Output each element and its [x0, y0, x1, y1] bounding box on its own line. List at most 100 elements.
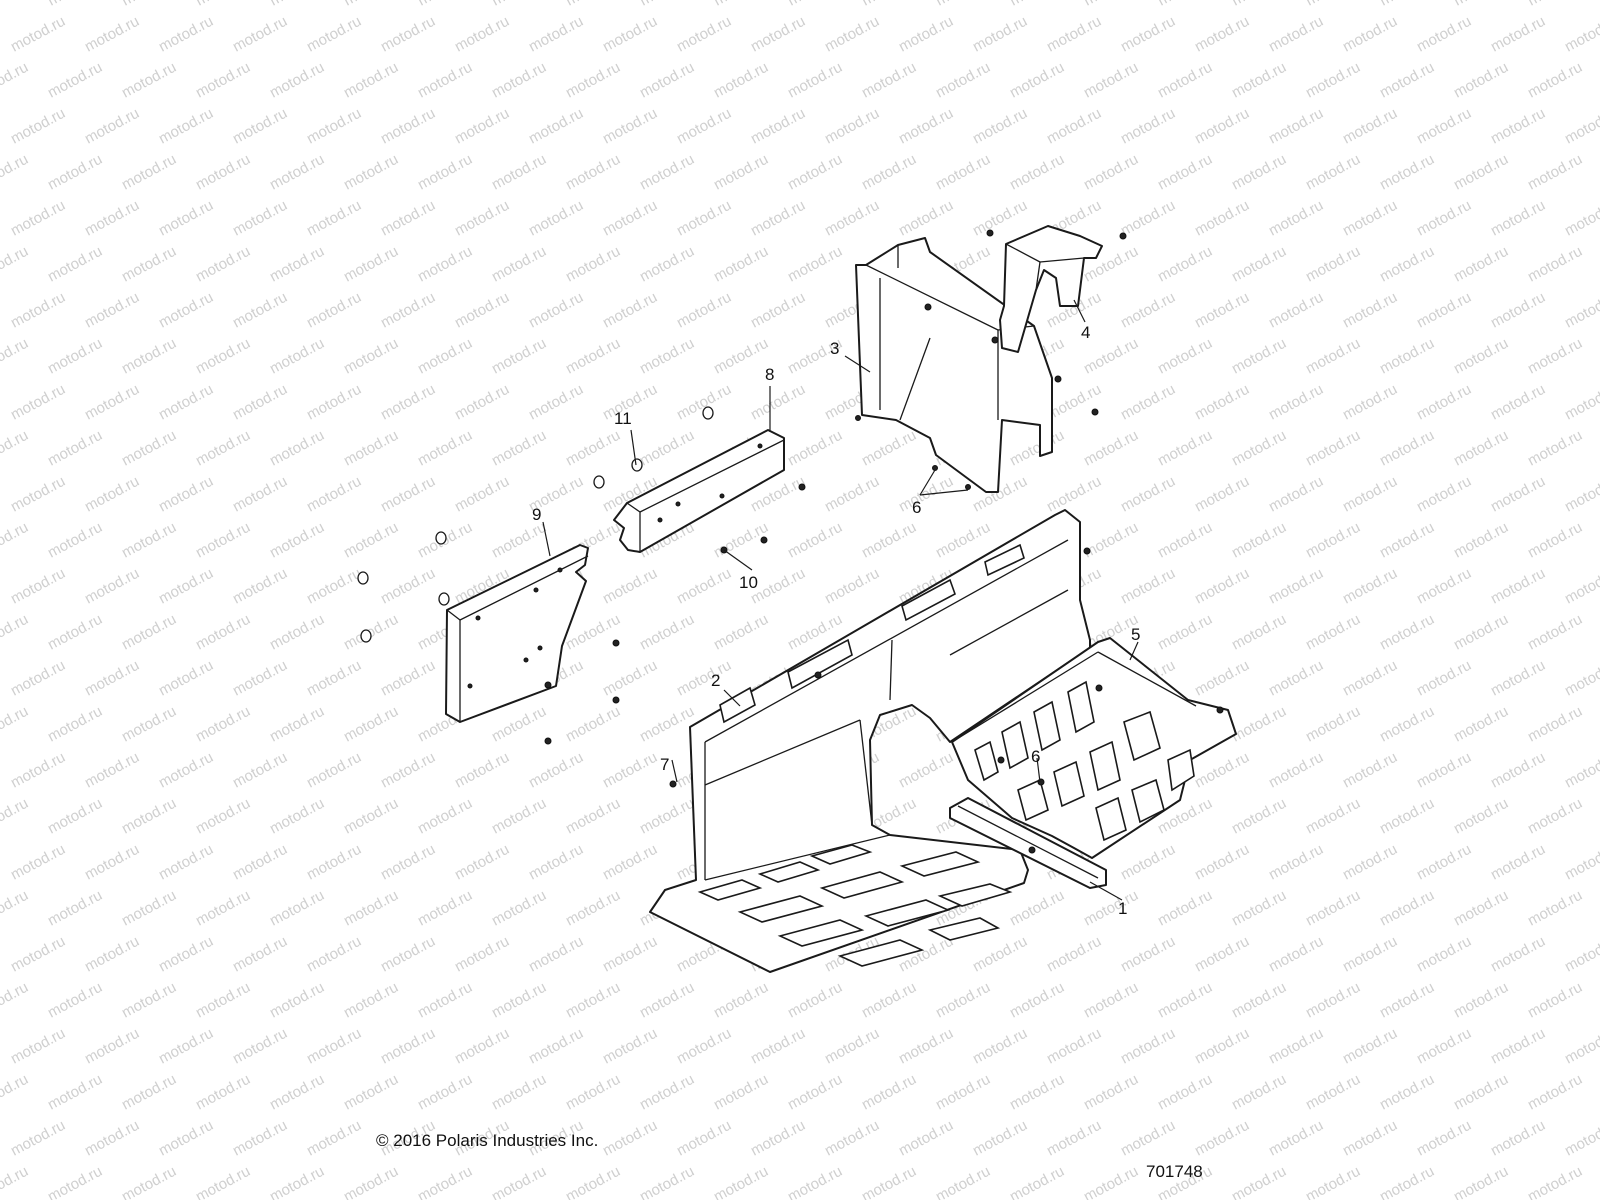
watermark-text: motod.ru	[600, 933, 660, 976]
watermark-text: motod.ru	[859, 519, 919, 562]
watermark-text: motod.ru	[378, 841, 438, 884]
watermark-text: motod.ru	[193, 335, 253, 378]
watermark-text: motod.ru	[378, 933, 438, 976]
watermark-text: motod.ru	[600, 841, 660, 884]
watermark-text: motod.ru	[785, 0, 845, 10]
watermark-text: motod.ru	[230, 105, 290, 148]
watermark-text: motod.ru	[0, 0, 31, 10]
watermark-text: motod.ru	[1192, 105, 1252, 148]
watermark-text: motod.ru	[1229, 243, 1289, 286]
watermark-text: motod.ru	[1340, 473, 1400, 516]
watermark-text: motod.ru	[415, 887, 475, 930]
watermark-text: motod.ru	[1266, 749, 1326, 792]
watermark-text: motod.ru	[526, 13, 586, 56]
watermark-text: motod.ru	[452, 1025, 512, 1068]
watermark-text: motod.ru	[674, 197, 734, 240]
watermark-text: motod.ru	[785, 243, 845, 286]
watermark-text: motod.ru	[119, 0, 179, 10]
watermark-text: motod.ru	[1229, 1071, 1289, 1114]
watermark-text: motod.ru	[193, 795, 253, 838]
watermark-text: motod.ru	[1007, 887, 1067, 930]
watermark-text: motod.ru	[748, 289, 808, 332]
watermark-text: motod.ru	[378, 749, 438, 792]
watermark-text: motod.ru	[119, 243, 179, 286]
watermark-text: motod.ru	[0, 151, 31, 194]
watermark-text: motod.ru	[8, 841, 68, 884]
watermark-text: motod.ru	[526, 749, 586, 792]
watermark-text: motod.ru	[193, 887, 253, 930]
watermark-text: motod.ru	[600, 1025, 660, 1068]
watermark-text: motod.ru	[1525, 795, 1585, 838]
watermark-text: motod.ru	[304, 1117, 364, 1160]
watermark-text: motod.ru	[1081, 1163, 1141, 1200]
watermark-text: motod.ru	[45, 979, 105, 1022]
watermark-text: motod.ru	[341, 519, 401, 562]
watermark-text: motod.ru	[1488, 657, 1548, 700]
watermark-text: motod.ru	[267, 59, 327, 102]
watermark-text: motod.ru	[489, 59, 549, 102]
watermark-text: motod.ru	[119, 703, 179, 746]
watermark-text: motod.ru	[489, 0, 549, 10]
watermark-text: motod.ru	[1266, 197, 1326, 240]
watermark-text: motod.ru	[156, 289, 216, 332]
watermark-text: motod.ru	[748, 13, 808, 56]
watermark-text: motod.ru	[637, 0, 697, 10]
watermark-text: motod.ru	[1451, 519, 1511, 562]
watermark-text: motod.ru	[1303, 703, 1363, 746]
watermark-text: motod.ru	[156, 473, 216, 516]
watermark-text: motod.ru	[600, 749, 660, 792]
watermark-text: motod.ru	[1377, 151, 1437, 194]
watermark-text: motod.ru	[1155, 1071, 1215, 1114]
watermark-text: motod.ru	[1340, 381, 1400, 424]
watermark-text: motod.ru	[45, 795, 105, 838]
part-4-bracket	[986, 225, 1127, 353]
watermark-text: motod.ru	[267, 611, 327, 654]
watermark-text: motod.ru	[1118, 933, 1178, 976]
callout-3: 3	[830, 339, 839, 358]
watermark-text: motod.ru	[341, 151, 401, 194]
watermark-text: motod.ru	[119, 1163, 179, 1200]
watermark-text: motod.ru	[1192, 1117, 1252, 1160]
watermark-text: motod.ru	[156, 565, 216, 608]
watermark-text: motod.ru	[711, 611, 771, 654]
watermark-text: motod.ru	[45, 243, 105, 286]
watermark-text: motod.ru	[1525, 611, 1585, 654]
watermark-text: motod.ru	[452, 105, 512, 148]
watermark-text: motod.ru	[267, 703, 327, 746]
watermark-text: motod.ru	[193, 1071, 253, 1114]
watermark-text: motod.ru	[82, 473, 142, 516]
watermark-text: motod.ru	[1377, 59, 1437, 102]
watermark-text: motod.ru	[1192, 381, 1252, 424]
watermark-text: motod.ru	[859, 979, 919, 1022]
watermark-text: motod.ru	[748, 197, 808, 240]
callout-11: 11	[614, 409, 632, 428]
watermark-text: motod.ru	[674, 657, 734, 700]
watermark-text: motod.ru	[1192, 289, 1252, 332]
watermark-text: motod.ru	[230, 289, 290, 332]
watermark-text: motod.ru	[711, 151, 771, 194]
watermark-text: motod.ru	[1118, 381, 1178, 424]
watermark-text: motod.ru	[1266, 13, 1326, 56]
watermark-text: motod.ru	[1377, 611, 1437, 654]
watermark-text: motod.ru	[1192, 657, 1252, 700]
part-8-panel	[613, 429, 785, 553]
watermark-text: motod.ru	[1303, 0, 1363, 10]
watermark-text: motod.ru	[637, 1163, 697, 1200]
watermark-text: motod.ru	[0, 979, 31, 1022]
watermark-text: motod.ru	[1081, 59, 1141, 102]
watermark-text: motod.ru	[1229, 151, 1289, 194]
watermark-text: motod.ru	[1562, 197, 1600, 240]
watermark-text: motod.ru	[1266, 841, 1326, 884]
watermark-text: motod.ru	[82, 381, 142, 424]
watermark-text: motod.ru	[970, 197, 1030, 240]
watermark-text: motod.ru	[1414, 197, 1474, 240]
watermark-text: motod.ru	[304, 565, 364, 608]
watermark-text: motod.ru	[45, 611, 105, 654]
watermark-text: motod.ru	[341, 795, 401, 838]
watermark-text: motod.ru	[452, 197, 512, 240]
watermark-text: motod.ru	[304, 381, 364, 424]
watermark-text: motod.ru	[8, 197, 68, 240]
watermark-text: motod.ru	[193, 243, 253, 286]
watermark-text: motod.ru	[563, 59, 623, 102]
watermark-text: motod.ru	[1451, 243, 1511, 286]
